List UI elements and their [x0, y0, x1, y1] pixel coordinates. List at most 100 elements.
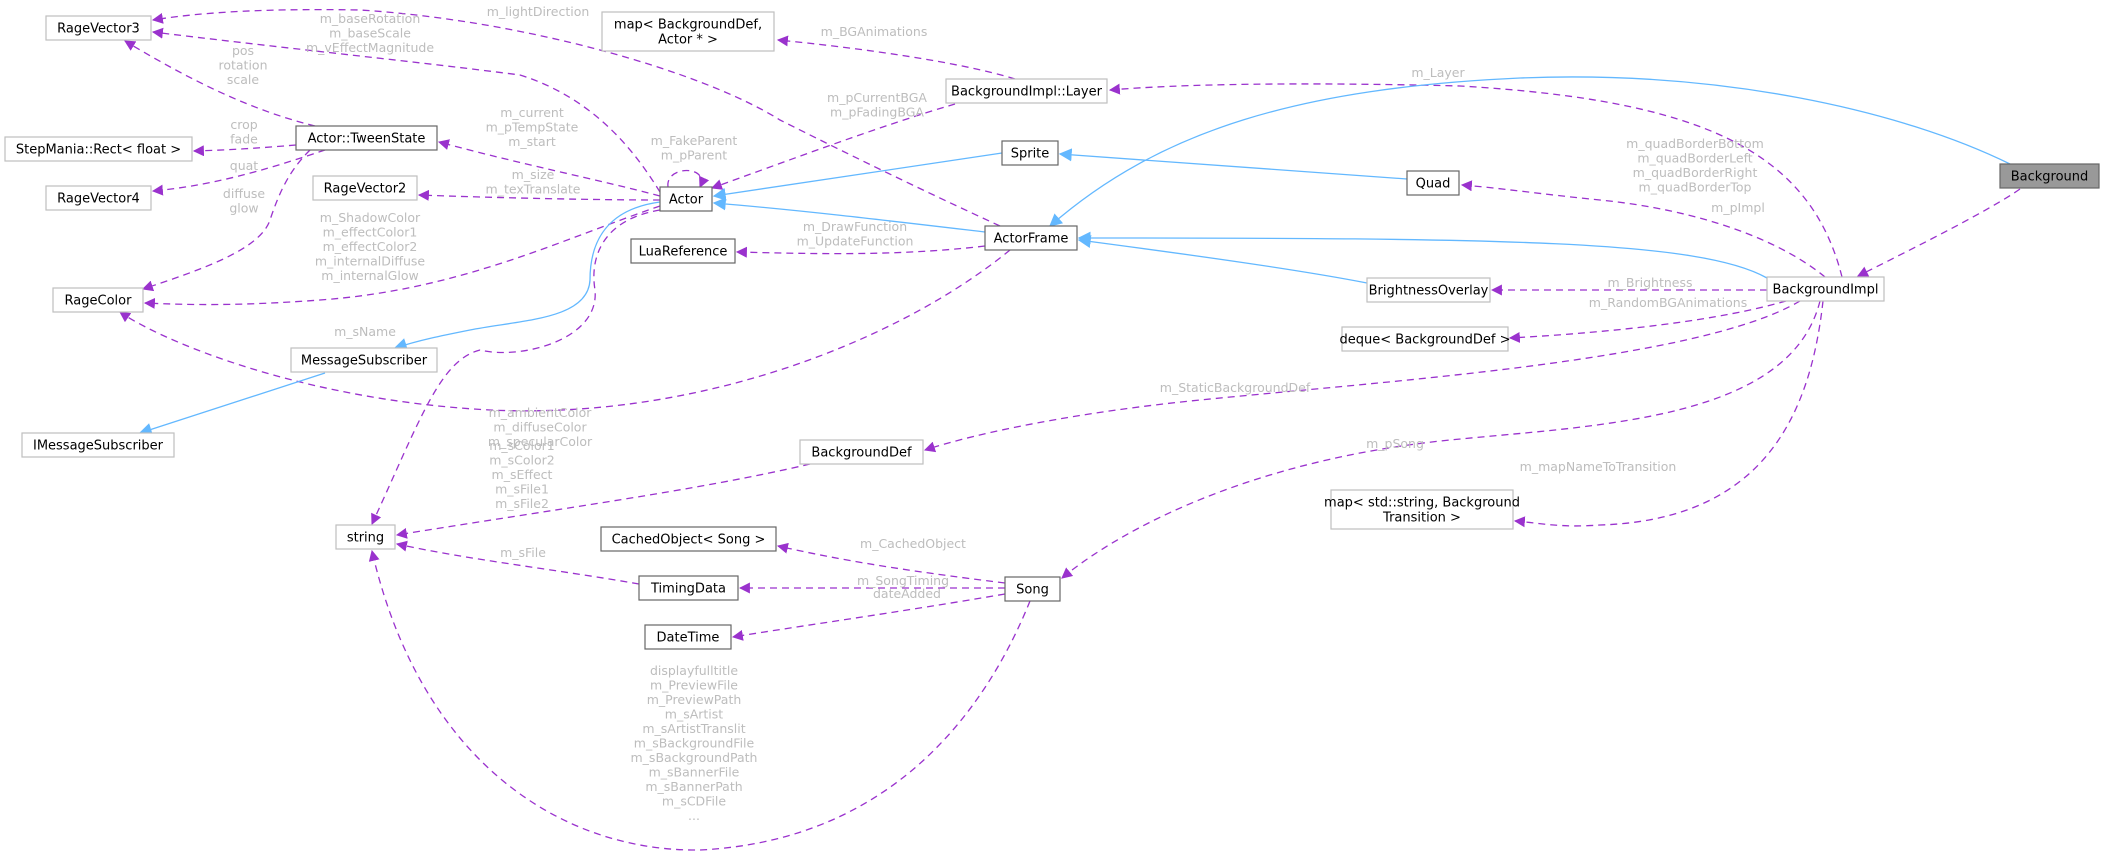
inheritance-edge-backgroundimpl-to-actorframe — [1077, 231, 1768, 279]
edge-label-line: fade — [230, 132, 258, 147]
class-node-box — [1766, 276, 1885, 302]
class-node-actor[interactable]: Actor — [659, 186, 713, 212]
edge-label-line: m_sBackgroundFile — [634, 736, 755, 751]
inheritance-edge-quad-to-sprite — [1058, 148, 1408, 180]
class-node-song[interactable]: Song — [1004, 576, 1061, 602]
class-node-datetime[interactable]: DateTime — [644, 624, 732, 650]
class-node-mapbgdefactor[interactable]: map< BackgroundDef,Actor * > — [601, 11, 775, 52]
class-node-brightnessoverlay[interactable]: BrightnessOverlay — [1366, 277, 1491, 303]
edge-label-line: m_sColor2 — [489, 453, 555, 468]
edge-label-line: m_internalGlow — [321, 268, 418, 283]
edge-label-line: m_sFile2 — [495, 496, 549, 511]
member-edge-background-to-backgroundimpl — [1857, 188, 2021, 277]
class-node-label: StepMania::Rect< float > — [16, 143, 181, 158]
member-edge-backgroundimpl-to-backgrounddef — [923, 300, 1801, 453]
member-edge-actor-to-ragevector2 — [417, 189, 661, 201]
class-node-label: BackgroundImpl — [1773, 283, 1879, 298]
edge-label-line: m_sColor1 — [489, 438, 555, 453]
class-node-label: Actor::TweenState — [308, 132, 426, 147]
inheritance-edge-sprite-to-actor — [712, 152, 1003, 201]
class-node-label: TimingData — [650, 582, 726, 597]
edge-label-line: m_vEffectMagnitude — [306, 40, 434, 55]
class-node-label: BackgroundImpl::Layer — [951, 85, 1103, 100]
edge-label-line: m_internalDiffuse — [315, 254, 426, 269]
edge-label-backgroundimpl-to-mapstringtransition: m_mapNameToTransition — [1520, 459, 1677, 474]
edge-label-line: rotation — [218, 58, 267, 73]
class-node-ragevector2[interactable]: RageVector2 — [312, 175, 418, 201]
member-edge-actor-to-actor — [667, 169, 710, 189]
class-node-label: MessageSubscriber — [301, 354, 428, 369]
edge-label-line: m_pParent — [661, 148, 727, 163]
class-node-box — [799, 439, 924, 465]
edge-label-timingdata-to-string: m_sFile — [500, 545, 546, 560]
class-node-ragecolor[interactable]: RageColor — [52, 287, 144, 313]
edge-label-line: m_CachedObject — [860, 536, 966, 551]
class-node-ragevector4[interactable]: RageVector4 — [45, 185, 152, 211]
class-node-box — [1341, 326, 1509, 352]
edge-label-line: m_sBannerFile — [649, 765, 740, 780]
class-node-box — [1001, 140, 1059, 166]
class-node-background: Background — [1999, 163, 2100, 189]
class-node-label: IMessageSubscriber — [33, 439, 164, 454]
edge-label-tweenstate-to-ragevector4: quat — [230, 158, 259, 173]
edge-label-line: m_quadBorderTop — [1639, 180, 1752, 195]
inheritance-edge-background-to-actorframe — [1049, 76, 2011, 227]
class-node-sprite[interactable]: Sprite — [1001, 140, 1059, 166]
class-node-cachedobjectsong[interactable]: CachedObject< Song > — [600, 526, 777, 552]
class-node-dequebgdef[interactable]: deque< BackgroundDef > — [1340, 326, 1511, 352]
class-node-label: DateTime — [657, 631, 720, 646]
member-edge-backgroundimpl-to-quad — [1460, 180, 1826, 278]
edge-label-line: m_effectColor2 — [323, 239, 418, 254]
class-node-box — [290, 347, 438, 373]
class-node-box — [659, 186, 713, 212]
edge-label-line: m_ambientColor — [489, 405, 593, 420]
class-node-luareference[interactable]: LuaReference — [630, 238, 736, 264]
edge-label-line: m_effectColor1 — [323, 225, 418, 240]
edge-label-line: m_RandomBGAnimations — [1589, 295, 1747, 310]
edge-label-line: diffuse — [223, 186, 265, 201]
class-node-box — [312, 175, 418, 201]
class-node-timingdata[interactable]: TimingData — [638, 575, 739, 601]
class-node-tweenstate[interactable]: Actor::TweenState — [295, 125, 438, 151]
class-node-label: map< BackgroundDef, — [614, 18, 762, 33]
class-node-actorframe[interactable]: ActorFrame — [984, 225, 1078, 251]
class-node-quad[interactable]: Quad — [1406, 170, 1460, 196]
class-node-stepmaniarect[interactable]: StepMania::Rect< float > — [4, 136, 193, 162]
edge-label-line: m_sEffect — [492, 467, 553, 482]
edge-label-line: m_texTranslate — [486, 182, 581, 197]
class-node-layer[interactable]: BackgroundImpl::Layer — [945, 78, 1108, 104]
class-node-label: Transition > — [1382, 511, 1461, 526]
edge-label-line: m_baseScale — [329, 26, 411, 41]
class-node-backgrounddef[interactable]: BackgroundDef — [799, 439, 924, 465]
class-node-ragevector3[interactable]: RageVector3 — [45, 15, 152, 41]
edge-label-line: m_sBannerPath — [645, 779, 742, 794]
edge-label-line: m_sBackgroundPath — [631, 750, 758, 765]
class-node-backgroundimpl[interactable]: BackgroundImpl — [1766, 276, 1885, 302]
member-edge-song-to-cachedobjectsong — [776, 542, 1006, 584]
class-node-imessagesubscriber[interactable]: IMessageSubscriber — [21, 432, 175, 458]
edge-label-line: m_mapNameToTransition — [1520, 459, 1677, 474]
inheritance-edge-brightnessoverlay-to-actorframe — [1077, 235, 1368, 284]
member-edge-backgrounddef-to-string — [395, 463, 811, 539]
member-edge-actorframe-to-ragecolor — [119, 249, 1011, 412]
edge-label-line: crop — [230, 117, 257, 132]
edge-label-line: m_StaticBackgroundDef — [1160, 380, 1311, 395]
class-node-box — [1004, 576, 1061, 602]
edge-label-song-to-datetime: dateAdded — [873, 586, 941, 601]
edge-label-backgroundimpl-to-dequebgdef: m_RandomBGAnimations — [1589, 295, 1747, 310]
class-node-label: LuaReference — [639, 245, 728, 260]
edge-label-actorframe-to-ragevector3: m_lightDirection — [487, 4, 590, 19]
member-edge-tweenstate-to-ragecolor — [141, 149, 311, 292]
edge-label-line: pos — [232, 43, 254, 58]
class-node-string[interactable]: string — [335, 524, 396, 550]
class-node-messagesubscriber[interactable]: MessageSubscriber — [290, 347, 438, 373]
edge-label-line: glow — [229, 201, 258, 216]
